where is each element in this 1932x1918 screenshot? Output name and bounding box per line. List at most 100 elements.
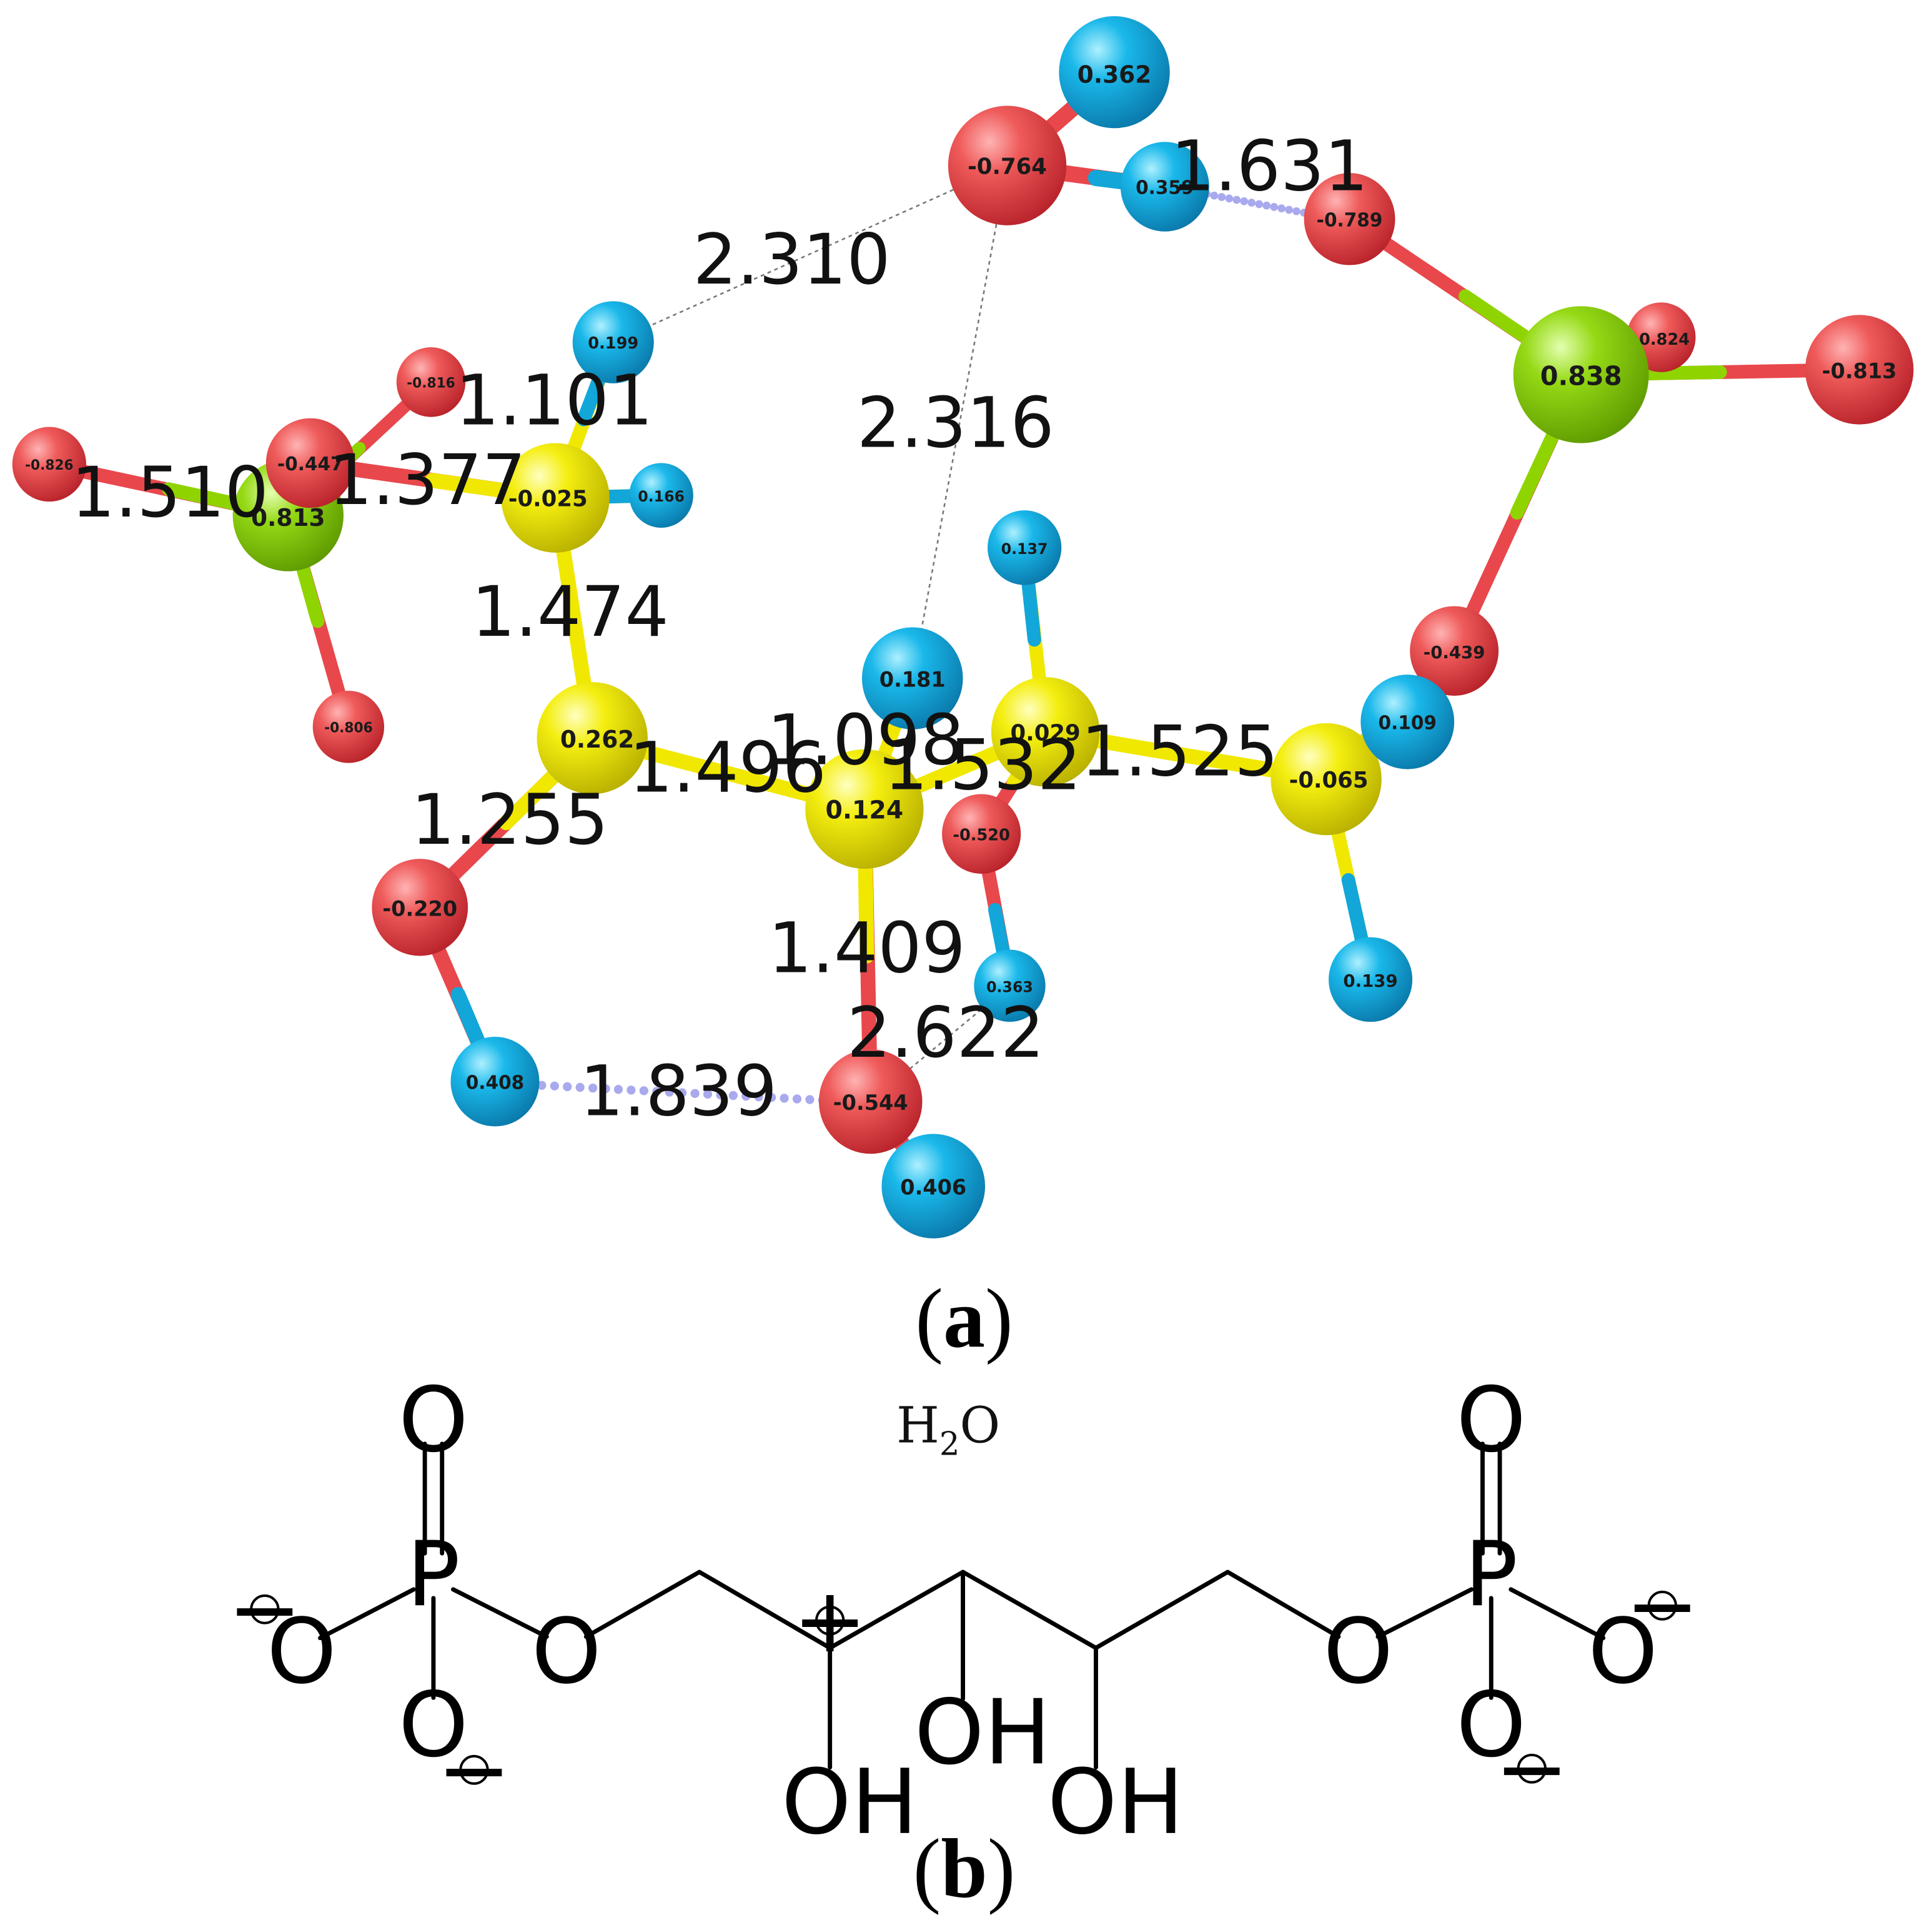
hbond-bead: [537, 1080, 547, 1090]
atom-o-right-ester: [1410, 606, 1499, 696]
atom-label-p-left: P: [407, 1523, 460, 1627]
atom-label-o-right-minus: O: [1588, 1599, 1658, 1704]
atom-label-o-left-minus: O: [267, 1599, 337, 1704]
distance-1098: 1.098: [767, 700, 964, 781]
hbond-bead: [575, 1082, 585, 1092]
charge-p-right: 0.838: [1540, 360, 1622, 391]
hbond-bead: [792, 1094, 802, 1104]
hbond-bead: [1277, 204, 1286, 213]
hbond-bead: [627, 1085, 636, 1095]
atom-h-c1-right: [1360, 675, 1455, 769]
charge-h-left-top: 0.199: [588, 334, 638, 353]
charge-h-right-low: 0.139: [1343, 971, 1397, 991]
hbond-bead: [780, 1094, 789, 1103]
contact-line-2310: [613, 164, 1008, 344]
hbond-bead: [652, 1087, 661, 1096]
hbond-1631: [1202, 190, 1315, 219]
atom-label-oh-c4: OH: [1048, 1750, 1184, 1854]
minus-sign-right-upper: −: [1625, 1553, 1700, 1658]
atom-h-top-right: [987, 510, 1062, 585]
charge-h-center: 0.181: [879, 667, 946, 691]
charge-h-left-side: 0.166: [638, 488, 685, 505]
atom-label-oh-c3: OH: [914, 1681, 1051, 1785]
atom-h-right-low: [1329, 937, 1413, 1022]
panel-a-label: (a): [915, 1272, 1013, 1366]
distance-2622: 2.622: [847, 992, 1044, 1074]
hbond-bead: [805, 1095, 815, 1104]
hbond-bead: [1210, 191, 1219, 200]
charge-water-h-top: 0.362: [1077, 61, 1151, 88]
atom-h-o-bottom: [881, 1134, 986, 1238]
atom-c-right-ch2: [1271, 723, 1382, 836]
atom-label-o-left-top: O: [399, 1368, 468, 1472]
atom-h-left-side: [629, 463, 693, 528]
charge-c-left-ch2: -0.025: [508, 487, 588, 512]
distance-2316: 2.316: [857, 383, 1054, 464]
hbond-bead: [754, 1092, 763, 1102]
distance-1510: 1.510: [71, 452, 269, 533]
hbond-bead: [639, 1086, 648, 1095]
atom-o-left-out: [12, 427, 86, 502]
skeleton-bond-p-left-o-minus: [318, 1587, 416, 1641]
skeleton-bond-p-left-o-ester: [450, 1587, 549, 1639]
hbond-bead: [1247, 199, 1256, 207]
charge-o-right-top: -0.789: [1317, 209, 1383, 231]
skeleton-bond-p-right-o-minus: [1508, 1587, 1606, 1641]
charge-o-right-out: -0.813: [1822, 358, 1897, 383]
hbond-bead: [588, 1083, 598, 1093]
hbond-bead: [1217, 193, 1226, 201]
charge-p-left: 0.813: [251, 504, 325, 531]
minus-sign-left-upper: −: [227, 1557, 302, 1661]
panel-a-molecule-model: -0.824 0.362 -0.764 0.359 -0.789 0.838 -…: [12, 16, 1914, 1366]
distance-1496: 1.496: [629, 728, 826, 809]
atom-water-o: [948, 106, 1067, 225]
charge-water-h-bridge: 0.359: [1136, 177, 1194, 199]
hbond-bead: [741, 1091, 751, 1101]
hbond-bead: [1240, 197, 1249, 205]
minus-charge-circle-right-upper: [1647, 1590, 1677, 1621]
water-formula: H2O: [896, 1396, 1000, 1463]
charge-h-o-left-low: 0.408: [466, 1072, 525, 1094]
charge-o-mid: -0.520: [953, 826, 1010, 844]
atom-h-o-left-low: [450, 1037, 540, 1127]
atom-label-o-right-top: O: [1456, 1368, 1526, 1472]
minus-charge-circle-left-lower: [459, 1754, 489, 1785]
hbond-bead: [678, 1088, 687, 1097]
charge-o-left-out: -0.826: [25, 458, 74, 473]
atom-h-left-top: [572, 301, 654, 383]
charge-o-left-low: -0.220: [382, 896, 457, 921]
hbond-bead: [563, 1082, 572, 1092]
atom-o-left-low: [372, 859, 468, 956]
atom-c-carbocation: [537, 682, 648, 794]
atom-label-o-left-ester: O: [532, 1599, 602, 1704]
atom-water-h-bridge: [1120, 142, 1209, 232]
distance-1474: 1.474: [472, 572, 669, 653]
hbond-bead: [1292, 207, 1300, 215]
atom-o-left-bottom: [312, 691, 385, 763]
charge-water-o: -0.764: [968, 154, 1047, 179]
atoms: -0.824 0.362 -0.764 0.359 -0.789 0.838 -…: [12, 16, 1914, 1238]
atom-label-oh-c2: OH: [781, 1750, 918, 1854]
hbond-bead: [1285, 205, 1293, 214]
distance-1532: 1.532: [884, 725, 1081, 806]
charge-o-right-ester: -0.439: [1424, 642, 1485, 663]
hbond-bead: [550, 1081, 559, 1091]
contact-line-2316: [911, 165, 1008, 679]
hbond-bead: [703, 1089, 713, 1099]
atom-o-left-top: [396, 347, 466, 417]
charge-c-carbocation: 0.262: [560, 726, 634, 753]
atom-label-p-right: P: [1464, 1523, 1518, 1627]
atom-label-o-right-bottom: O: [1456, 1673, 1526, 1777]
atom-o-mid: [942, 794, 1021, 874]
hbond-bead: [767, 1093, 776, 1102]
atom-label-o-left-bottom: O: [399, 1673, 468, 1777]
hbond-bead: [690, 1089, 700, 1098]
charge-c-right: 0.029: [1011, 720, 1081, 746]
atom-p-right: [1513, 306, 1649, 443]
atom-o-left-ester: [265, 418, 355, 508]
charge-o-bottom: -0.544: [833, 1090, 908, 1115]
charge-o-left-ester: -0.447: [277, 453, 344, 475]
atom-c-right: [991, 677, 1100, 787]
charge-c-right-ch2: -0.065: [1289, 768, 1369, 793]
